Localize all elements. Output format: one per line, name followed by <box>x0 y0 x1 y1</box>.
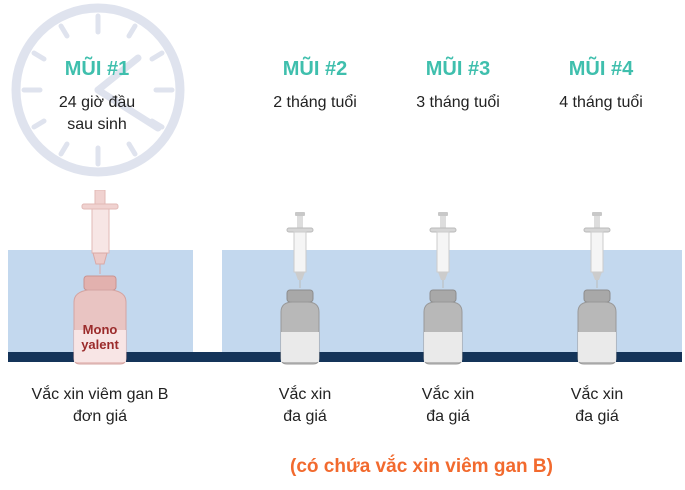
vial-label-line2: yalent <box>81 337 119 352</box>
multivalent-vaccine-icon-4 <box>577 212 617 365</box>
dose-2-vaccine-line2: đa giá <box>283 408 327 425</box>
dose-3-time: 3 tháng tuổi <box>416 94 500 111</box>
monovalent-vaccine-icon <box>73 190 127 365</box>
dose-1-vaccine-label: Vắc xin viêm gan B đơn giá <box>10 384 190 428</box>
dose-3-vaccine-line2: đa giá <box>426 408 470 425</box>
dose-1-title: MŨI #1 <box>64 58 130 80</box>
dose-4-time: 4 tháng tuổi <box>559 94 643 111</box>
dose-1-vaccine-line1: Vắc xin viêm gan B <box>31 386 169 403</box>
clock-icon <box>11 3 185 177</box>
dose-1-vaccine-line2: đơn giá <box>72 408 128 425</box>
dose-1-time-line2: sau sinh <box>67 116 127 133</box>
dose-3-title: MŨI #3 <box>425 58 491 80</box>
dose-4-title: MŨI #4 <box>568 58 634 80</box>
dose-3-vaccine-label: Vắc xin đa giá <box>398 384 498 428</box>
dose-4-vaccine-label: Vắc xin đa giá <box>547 384 647 428</box>
dose-1-time-line1: 24 giờ đầu <box>58 94 136 111</box>
dose-2-title: MŨI #2 <box>282 58 348 80</box>
dose-4-vaccine-line1: Vắc xin <box>570 386 624 403</box>
dose-2-vaccine-line1: Vắc xin <box>278 386 332 403</box>
dose-2-vaccine-label: Vắc xin đa giá <box>255 384 355 428</box>
dose-1-time: 24 giờ đầu sau sinh <box>27 92 167 136</box>
vial-label-line1: Mono <box>82 322 118 337</box>
base-bar <box>8 352 682 362</box>
vial-label: Mono yalent <box>60 322 140 352</box>
footnote: (có chứa vắc xin viêm gan B) <box>290 456 553 477</box>
dose-2-time: 2 tháng tuổi <box>273 94 357 111</box>
multivalent-vaccine-icon-3 <box>423 212 463 365</box>
dose-3-vaccine-line1: Vắc xin <box>421 386 475 403</box>
dose-4-vaccine-line2: đa giá <box>575 408 619 425</box>
multivalent-vaccine-icon-2 <box>280 212 320 365</box>
